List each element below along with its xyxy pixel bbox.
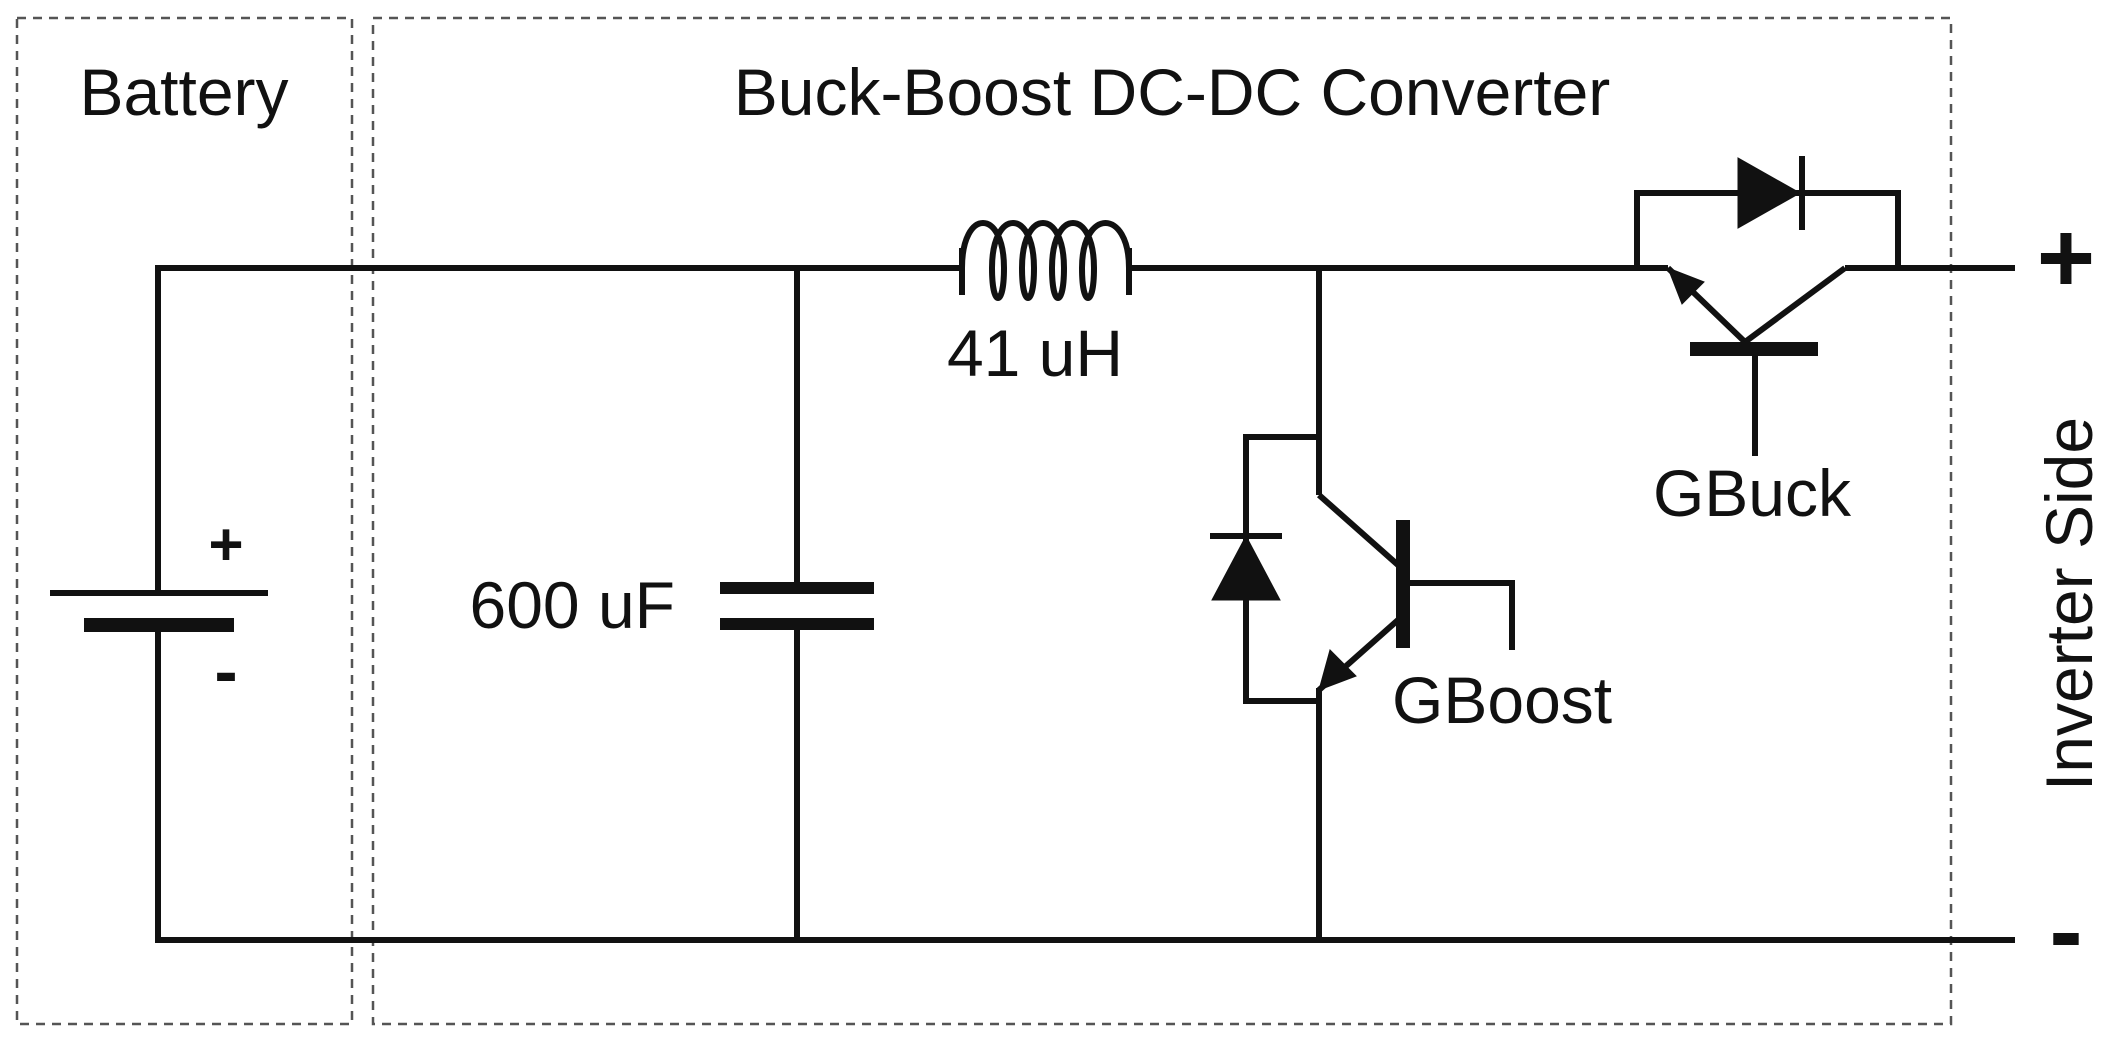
battery-symbol xyxy=(50,268,268,940)
buck-switch-label: GBuck xyxy=(1653,456,1852,530)
inductor-symbol xyxy=(959,220,1132,301)
boost-igbt-symbol xyxy=(1316,268,1515,940)
capacitor-symbol xyxy=(720,268,874,940)
battery-section-box xyxy=(15,16,354,1026)
inverter-side-label: Inverter Side xyxy=(2032,417,2106,791)
boost-switch-label: GBoost xyxy=(1392,663,1612,737)
converter-section-title: Buck-Boost DC-DC Converter xyxy=(734,55,1611,129)
buck-igbt-symbol xyxy=(1620,265,1890,456)
battery-section-title: Battery xyxy=(79,55,288,129)
capacitor-label: 600 uF xyxy=(470,568,675,642)
battery-plus-sign: + xyxy=(208,511,243,578)
converter-section-box xyxy=(371,16,1953,1026)
buck-diode-symbol xyxy=(1634,156,1901,268)
output-plus-sign: + xyxy=(2037,202,2095,314)
output-minus-sign: - xyxy=(2049,875,2082,987)
battery-minus-sign: - xyxy=(214,632,237,710)
inductor-label: 41 uH xyxy=(947,316,1123,390)
boost-diode-symbol xyxy=(1210,434,1319,704)
